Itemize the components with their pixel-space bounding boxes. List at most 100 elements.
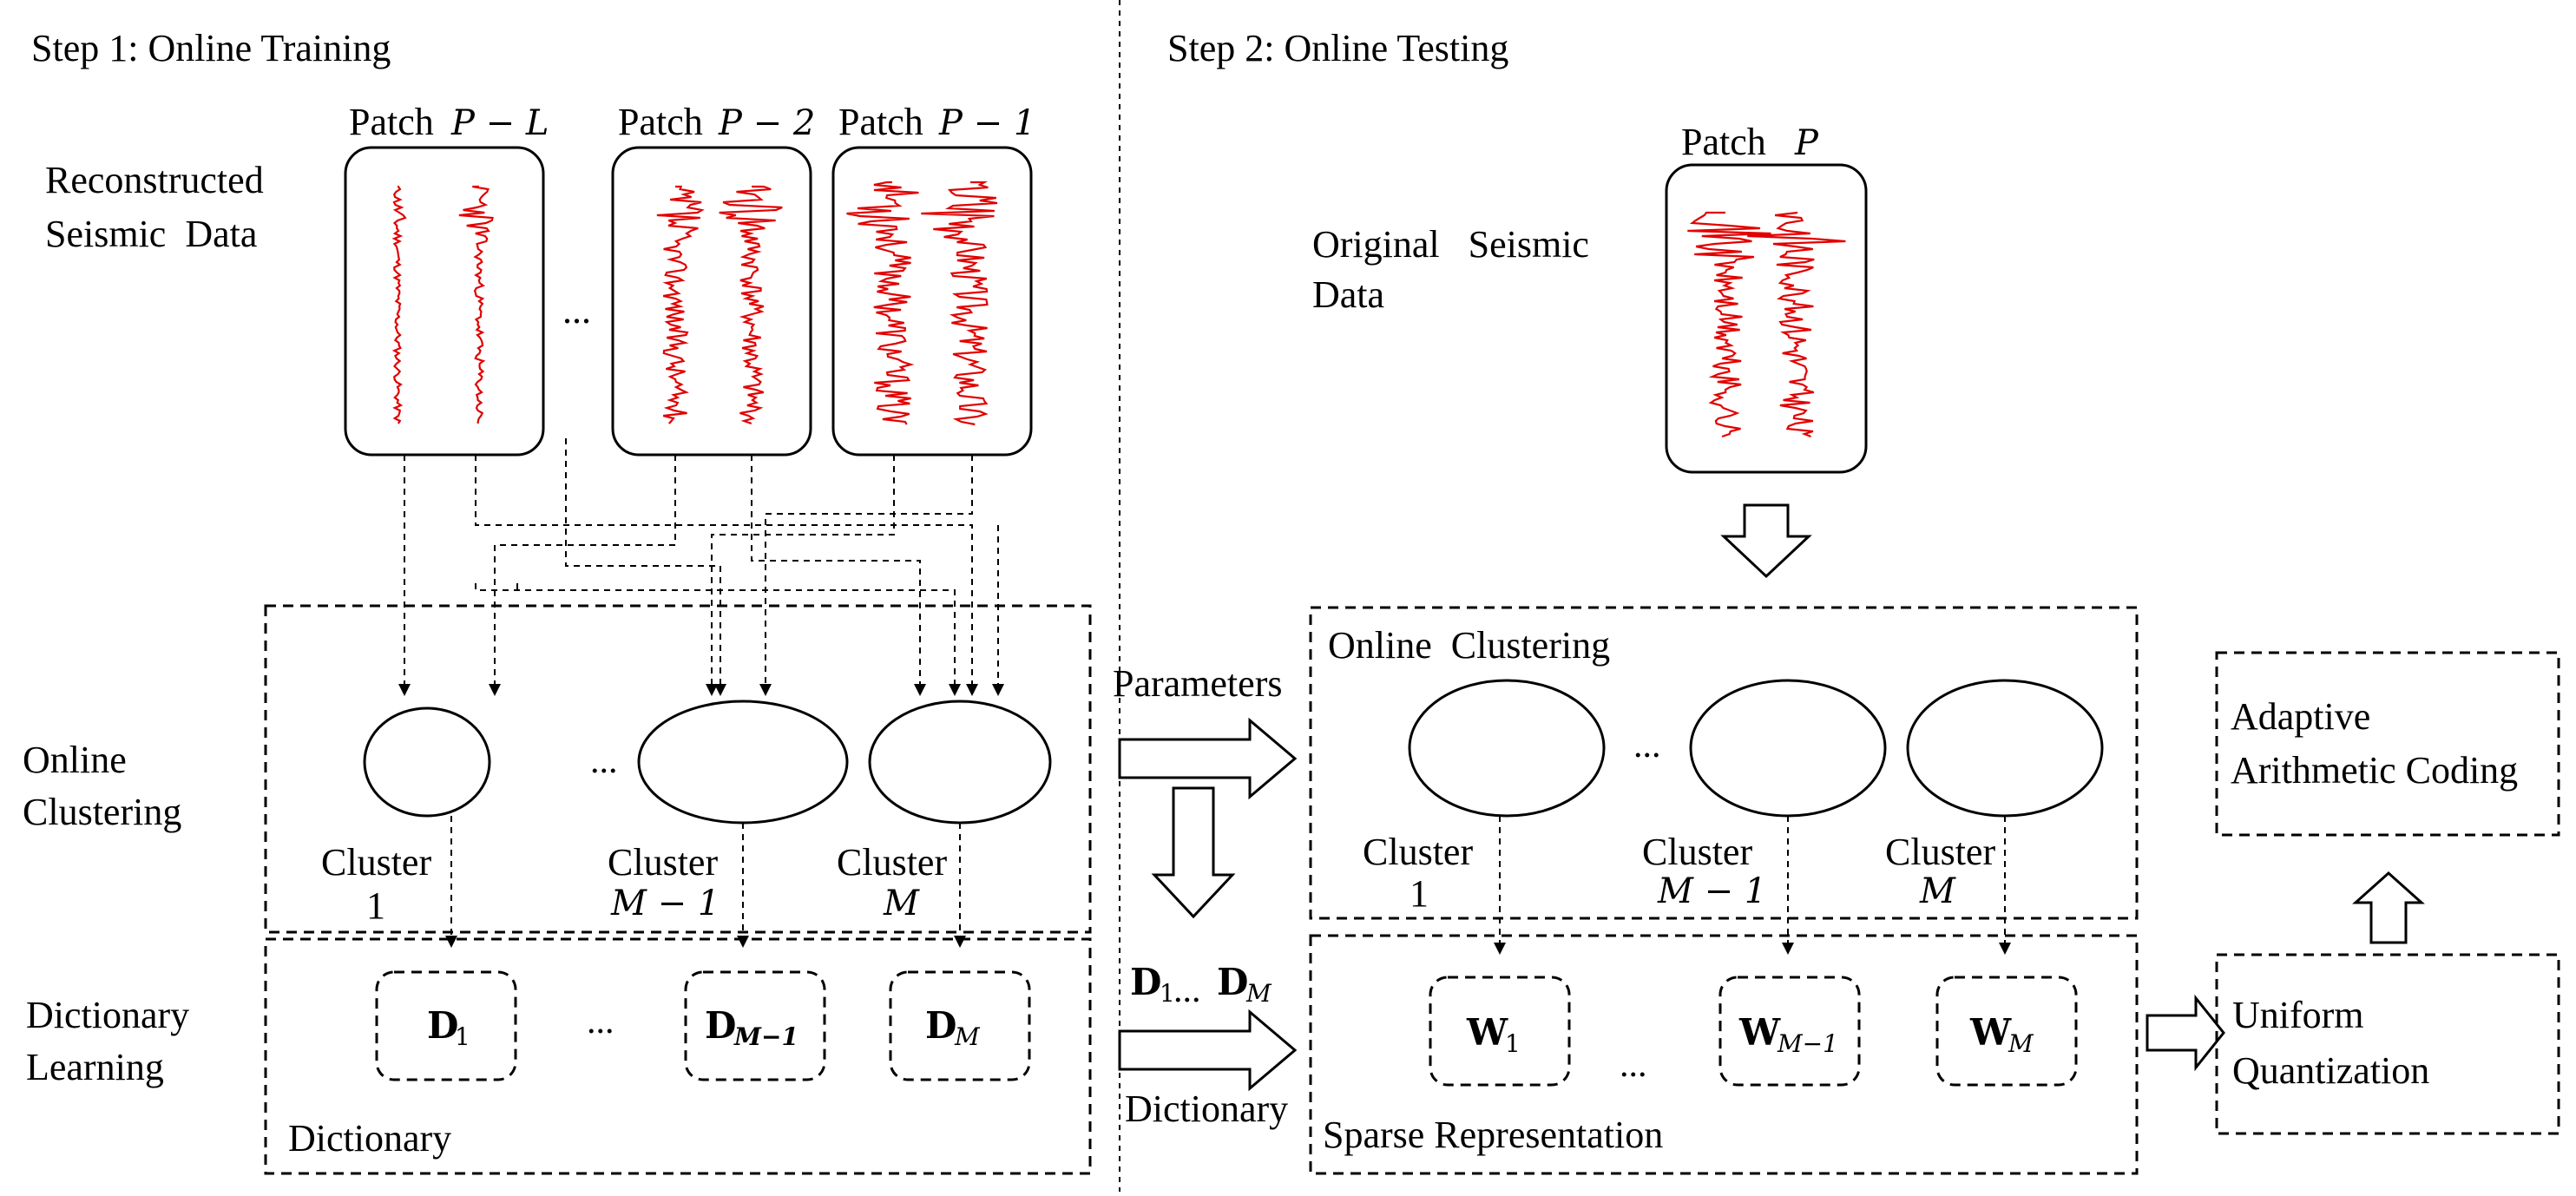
dictionary-arrow-label: Dictionary [1125,1088,1288,1130]
svg-text:...: ... [1173,970,1201,1010]
svg-text:Patch: Patch [1681,121,1766,163]
seismic-trace-icon [719,185,783,425]
svg-text:Patch: Patch [349,101,434,143]
cluster-label-m-minus-1: Cluster [608,841,718,884]
patch-title-p: Patch P [1681,121,1819,163]
svg-text:1: 1 [455,1022,470,1051]
uniform-quantization-label-1: Uniform [2232,994,2364,1036]
svg-text:1: 1 [1160,979,1175,1008]
test-cluster-weight-connectors [1494,816,2011,955]
test-cluster-ellipse-1 [1408,679,1606,818]
test-cluster-index-m: M [1919,871,1956,911]
cluster-ellipse-m [868,700,1052,825]
original-data-label-2: Data [1312,273,1384,316]
svg-text:M: M [1245,979,1272,1008]
dictionary-learning-label-2: Learning [26,1046,164,1088]
dictionary-box-1 [375,970,517,1081]
cluster-label-m: Cluster [837,841,947,884]
svg-text:M−1: M−1 [1777,1029,1838,1058]
test-cluster-label-m-minus-1: Cluster [1642,831,1752,873]
svg-text:D: D [705,1004,736,1047]
patch-cluster-connectors [404,438,999,694]
test-cluster-index-m-minus-1: M − 1 [1657,871,1766,911]
cluster-index-m-minus-1: M − 1 [610,884,720,923]
sparse-representation-label: Sparse Representation [1323,1114,1663,1156]
svg-text:P − 2: P − 2 [718,103,815,143]
svg-text:W: W [1466,1011,1508,1054]
testing-clustering-box [1309,606,2139,920]
cluster-index-m: M [883,884,920,923]
patches-ellipsis: ... [562,289,591,332]
svg-text:Patch: Patch [618,101,703,143]
training-dictionary-box [264,937,1092,1175]
online-clustering-box-label: Online Clustering [1328,624,1610,667]
test-cluster-index-1: 1 [1410,872,1429,915]
seismic-trace-icon [921,181,998,426]
svg-text:D: D [925,1004,956,1047]
cluster-ellipse-m-minus-1 [637,700,849,825]
patch-box-p-minus-l [344,146,545,457]
test-cluster-label-1: Cluster [1363,831,1473,873]
sparse-representation-box [1309,934,2139,1175]
online-clustering-label-1: Online [23,739,127,781]
adaptive-coding-label-2: Arithmetic Coding [2231,749,2518,792]
adaptive-coding-label-1: Adaptive [2231,695,2370,738]
dictionary-label-m-minus-1: D M−1 [705,1004,798,1051]
uniform-quantization-box [2215,953,2560,1135]
patch-box-p [1665,163,1868,474]
dictionary-learning-label-1: Dictionary [26,994,189,1036]
weight-label-m-minus-1: W M−1 [1738,1011,1838,1058]
dictionary-down-arrow-icon [1151,786,1236,919]
online-clustering-label-2: Clustering [23,791,181,833]
svg-text:W: W [1738,1011,1781,1054]
dictionary-symbols-label: D 1 ... D M [1130,961,1272,1010]
test-cluster-ellipse-m [1906,679,2104,818]
patch-title-p-minus-2: Patch P − 2 [618,101,815,143]
patch-box-p-minus-1 [831,146,1033,457]
svg-text:D: D [1217,961,1248,1003]
weights-ellipsis: ... [1620,1045,1647,1085]
parameters-label: Parameters [1113,662,1282,705]
svg-text:M: M [954,1022,981,1051]
connector-arrowheads [398,684,1004,696]
adaptive-coding-box [2215,651,2560,837]
parameters-arrow-icon [1118,717,1298,800]
patch-title-p-minus-l: Patch P − L [349,101,549,143]
dictionary-arrow-icon [1118,1009,1298,1092]
dictionaries-ellipsis: ... [587,1002,614,1042]
dictionary-box-m [889,970,1031,1081]
seismic-trace-icon [846,181,919,425]
seismic-trace-icon [391,185,407,424]
svg-text:M: M [2008,1029,2034,1058]
test-clusters-ellipsis: ... [1633,726,1661,766]
cluster-dictionary-connectors [445,816,966,948]
weight-box-1 [1429,976,1571,1087]
seismic-traces [391,181,1846,438]
svg-text:1: 1 [1505,1029,1521,1058]
coding-up-arrow-icon [2352,871,2425,944]
cluster-label-1: Cluster [321,841,431,884]
svg-text:D: D [1130,961,1161,1003]
weight-label-1: W 1 [1466,1011,1521,1058]
cluster-index-1: 1 [366,884,385,927]
test-cluster-ellipse-m-minus-1 [1689,679,1887,818]
quantization-arrow-icon [2146,994,2225,1072]
seismic-trace-icon [1687,211,1771,438]
svg-text:W: W [1969,1011,2012,1054]
patch-box-p-minus-2 [611,146,812,457]
reconstructed-label-1: Reconstructed [45,159,264,201]
weight-label-m: W M [1969,1011,2034,1058]
patch-p-down-arrow-icon [1720,503,1812,579]
svg-text:P − 1: P − 1 [938,103,1035,143]
clusters-ellipsis: ... [590,741,618,781]
training-clustering-box [264,604,1092,934]
step1-title: Step 1: Online Training [31,27,391,69]
seismic-trace-icon [656,185,705,424]
svg-text:M−1: M−1 [733,1022,798,1051]
dictionary-label-1: D 1 [427,1004,470,1051]
patch-title-p-minus-1: Patch P − 1 [838,101,1035,143]
original-data-label-1: Original Seismic [1312,223,1589,266]
svg-text:Patch: Patch [838,101,923,143]
